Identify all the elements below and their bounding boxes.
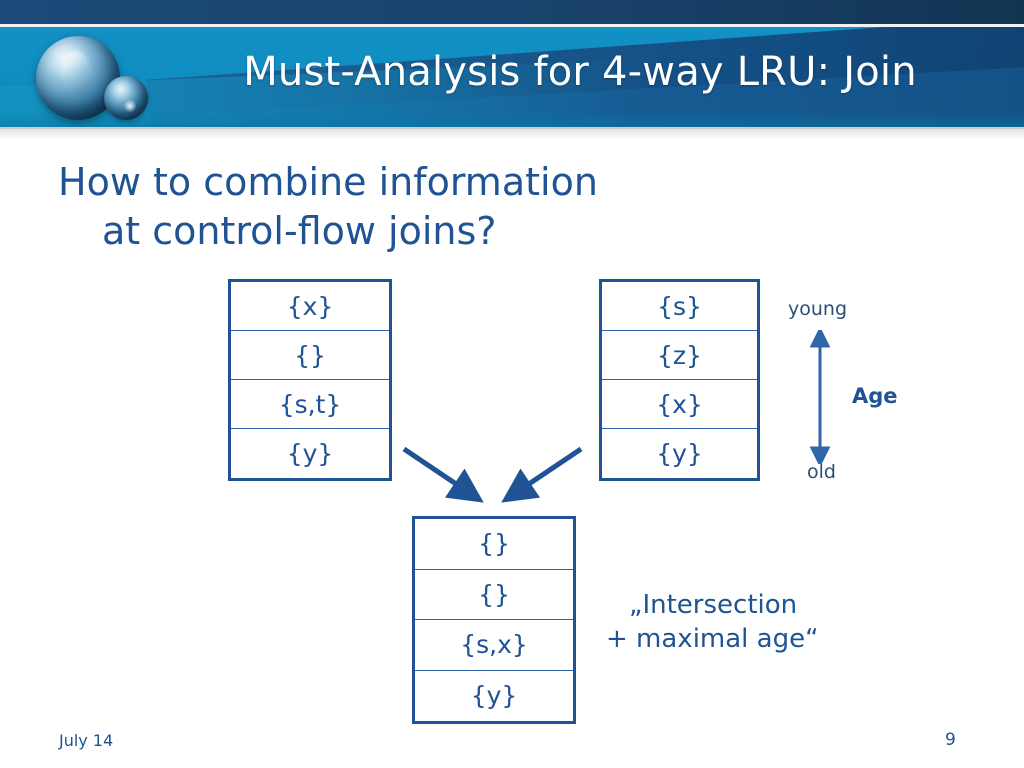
caption-line-1: „Intersection [629, 590, 798, 620]
banner-bottom-glow [0, 111, 1024, 127]
footer-page-number: 9 [945, 730, 956, 750]
age-axis-label: Age [852, 384, 898, 408]
table-row: {y} [656, 439, 703, 468]
question-line-1: How to combine information [58, 160, 598, 204]
caption-line-2: + maximal age“ [606, 623, 819, 654]
age-axis-annotation: young Age old [780, 298, 925, 498]
joined-cache-state-table: {} {} {s,x} {y} [412, 516, 576, 724]
left-cache-state-table: {x} {} {s,t} {y} [228, 279, 392, 481]
table-row: {s} [602, 282, 757, 331]
join-arrow-from-left [402, 446, 484, 503]
table-row: {} [231, 331, 389, 380]
slide-question-text: How to combine information at control-fl… [58, 158, 818, 255]
slide-header-banner: Must-Analysis for 4-way LRU: Join [0, 0, 1024, 140]
right-cache-state-table: {s} {z} {x} {y} [599, 279, 760, 481]
slide-title: Must-Analysis for 4-way LRU: Join [243, 49, 917, 95]
table-row: {} [415, 570, 573, 620]
footer-date: July 14 [59, 731, 114, 750]
table-row: {s,x} [415, 620, 573, 671]
table-row: {} [415, 519, 573, 570]
table-row: {s,t} [231, 380, 389, 429]
table-row: {x} [602, 380, 757, 429]
table-row: {y} [470, 681, 518, 711]
join-arrows-group [395, 440, 590, 520]
age-axis-young-label: young [788, 298, 848, 320]
table-row: {y} [286, 439, 334, 468]
join-operation-caption: „Intersection + maximal age“ [606, 589, 906, 657]
join-arrows-svg [402, 446, 583, 503]
table-row: {z} [602, 331, 757, 380]
banner-top-navy-strip [0, 0, 1024, 24]
join-arrow-from-right [501, 446, 583, 503]
question-line-2: at control-flow joins? [102, 208, 497, 253]
banner-body [0, 27, 1024, 127]
banner-hairline-divider [0, 24, 1024, 27]
banner-under-shadow [0, 127, 1024, 140]
logo-small-sphere-icon [104, 76, 148, 120]
age-double-arrow-icon [810, 330, 830, 464]
two-spheres-logo-icon [18, 28, 178, 128]
age-axis-old-label: old [807, 461, 836, 483]
table-row: {x} [231, 282, 389, 331]
